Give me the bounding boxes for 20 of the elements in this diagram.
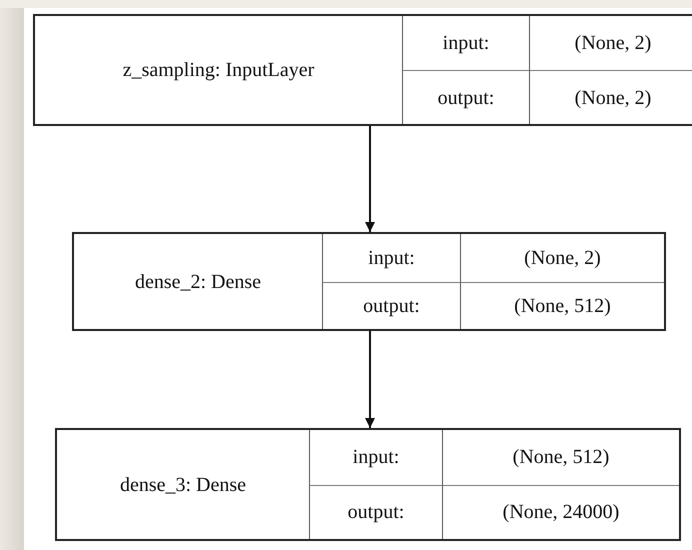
port-label: output: [438,86,494,108]
layer-name: dense_2: Dense [134,270,262,292]
shape-value: (None, 2) [524,246,601,269]
shape-value: (None, 512) [514,294,611,317]
shape-value: (None, 512) [512,446,610,468]
port-label: output: [348,501,404,524]
shape-value: (None, 2) [574,32,652,54]
port-label: input: [442,32,490,54]
layer-name: dense_3: Dense [120,474,246,496]
shape-value: (None, 24000) [502,501,620,524]
layer-record-box [33,14,692,126]
port-label: output: [363,294,420,317]
layer-record-box [72,232,666,331]
port-label: input: [352,446,400,468]
arrow [365,331,375,428]
layer-record-box [55,428,681,541]
port-label: input: [368,246,415,269]
shape-value: (None, 2) [574,86,652,108]
layer-name: z_sampling: InputLayer [122,59,314,81]
arrow [365,126,375,232]
